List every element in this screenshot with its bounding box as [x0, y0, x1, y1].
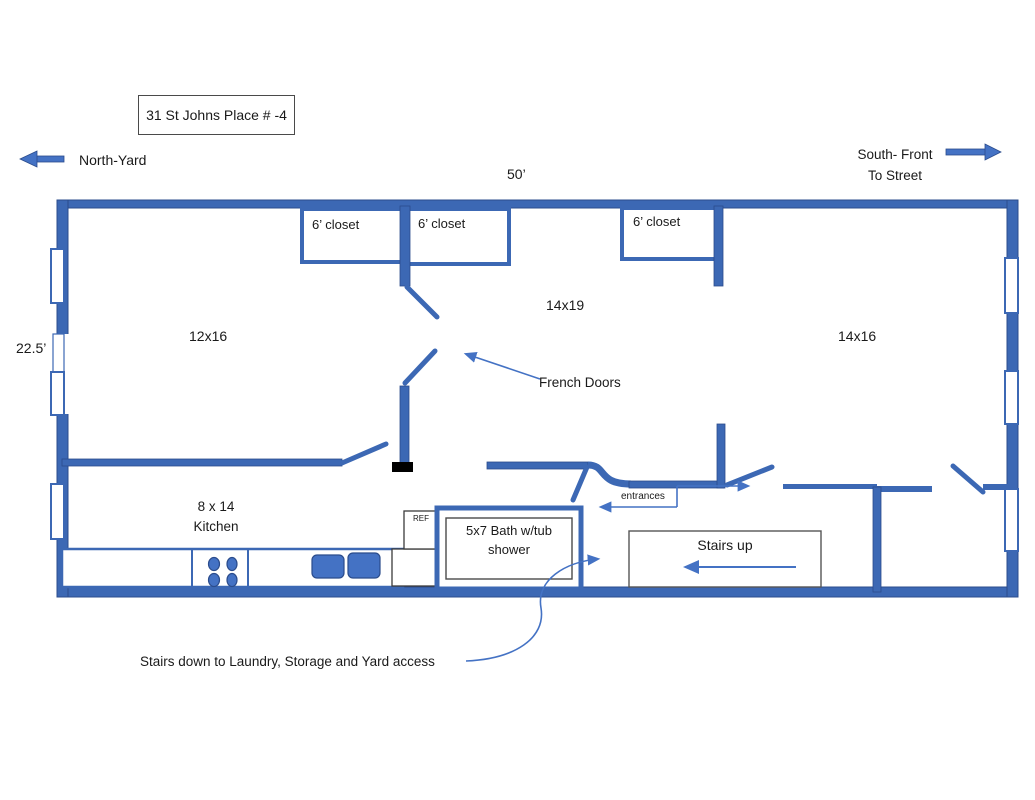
stove-burner [226, 556, 238, 572]
stairs-down-label: Stairs down to Laundry, Storage and Yard… [140, 654, 435, 669]
closet-3-label: 6’ closet [633, 214, 681, 229]
fridge-box [403, 510, 439, 550]
sink-basin-right [347, 552, 381, 579]
kitchen-size: 8 x 14 [197, 499, 235, 514]
entrances-label: entrances [621, 491, 665, 502]
bathroom-label-line1: 5x7 Bath w/tub [466, 523, 552, 538]
room-label-living: 12x16 [189, 328, 228, 344]
window-right-1 [1004, 257, 1019, 314]
bedroom-wall-left [783, 484, 877, 489]
window-left-3 [50, 483, 65, 540]
hall-wall-left [486, 461, 589, 470]
window-left-2 [50, 371, 65, 416]
hall-door-leaf-right [724, 464, 775, 488]
north-label: North-Yard [79, 152, 147, 168]
north-arrow-icon [19, 150, 65, 168]
french-doors-label: French Doors [539, 375, 621, 390]
hall-wall-vertical [716, 423, 726, 489]
room-label-middle: 14x19 [546, 297, 585, 313]
bathroom-label: 5x7 Bath w/tub shower [446, 521, 572, 559]
plan-title: 31 St Johns Place # -4 [146, 107, 287, 123]
bathroom-inner-box [445, 517, 573, 580]
south-label-line1: South- Front [857, 147, 933, 162]
stove-burner [226, 572, 238, 588]
door-threshold [392, 462, 413, 472]
french-doors-arrow [463, 352, 541, 380]
stove-burner [207, 572, 221, 588]
plan-title-box: 31 St Johns Place # -4 [138, 95, 295, 135]
stairs-area-wall [872, 486, 882, 593]
counter-end-box [391, 548, 439, 587]
wall-top [56, 199, 1019, 209]
bedroom-wall-stub [983, 484, 1008, 490]
hall-curved-wall [587, 461, 632, 488]
stairs-down-curved-arrow [465, 554, 601, 662]
fridge-label: REF [413, 514, 429, 523]
south-arrow-icon [945, 143, 1002, 161]
hall-door-leaf-left [570, 464, 590, 503]
sink-basin-left [311, 554, 345, 579]
kitchen-top-wall [61, 458, 343, 467]
stairs-up-label: Stairs up [697, 537, 753, 553]
bathroom-walls [434, 505, 584, 592]
closet-divider-wall [399, 205, 411, 287]
bedroom-wall-right [875, 486, 932, 492]
wall-below-french-doors [399, 385, 410, 467]
closet-1-label: 6’ closet [312, 217, 360, 232]
width-dimension: 50’ [507, 166, 526, 182]
stove-burner [207, 556, 221, 572]
bathroom-label-line2: shower [488, 542, 530, 557]
south-label: South- Front To Street [845, 144, 945, 186]
window-right-3 [1004, 488, 1019, 552]
south-label-line2: To Street [867, 168, 923, 183]
height-dimension: 22.5’ [16, 340, 47, 356]
room-label-kitchen: 8 x 14 Kitchen [166, 497, 266, 537]
window-right-2 [1004, 370, 1019, 425]
closet-3-side-wall [713, 205, 724, 287]
french-door-leaf-bottom [402, 348, 438, 386]
room-label-bedroom: 14x16 [838, 328, 877, 344]
closet-2-label: 6’ closet [418, 216, 466, 231]
bedroom-door-leaf [950, 463, 986, 495]
stairs-up-box [628, 530, 822, 588]
kitchen-door-leaf [339, 441, 389, 466]
french-door-leaf-top [404, 284, 440, 320]
kitchen-name: Kitchen [193, 519, 239, 534]
window-left-1 [50, 248, 65, 304]
